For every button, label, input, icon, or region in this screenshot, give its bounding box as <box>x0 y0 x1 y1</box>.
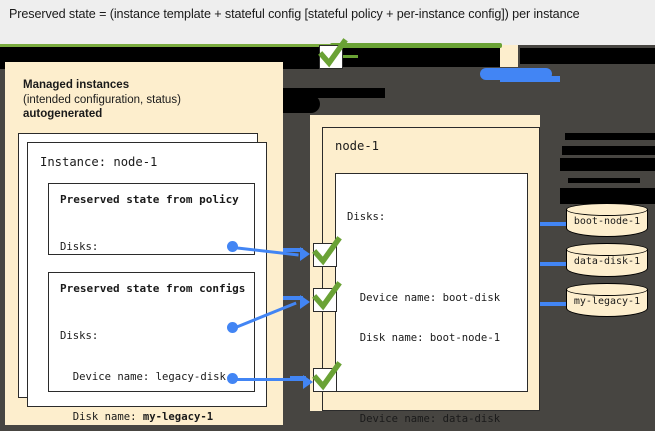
configs-disk-name-prefix: Disk name: <box>60 411 143 423</box>
disk-top <box>566 203 648 216</box>
spacer <box>347 373 513 386</box>
preserved-state-policy-title: Preserved state from policy <box>60 193 239 206</box>
preserved-state-configs-box: Preserved state from configs Disks: Devi… <box>48 272 255 423</box>
disk-label: my-legacy-1 <box>573 296 641 307</box>
redaction-bar <box>560 158 655 171</box>
node-boot-disk: Disk name: boot-node-1 <box>347 332 501 344</box>
checkmark-badge <box>312 361 342 392</box>
configs-disks-label: Disks: <box>60 330 99 342</box>
redaction-bar <box>565 133 655 140</box>
redaction-bar <box>568 178 640 183</box>
redaction-bar <box>500 45 518 67</box>
caption-bar: Preserved state = (instance template + s… <box>0 0 655 45</box>
checkmark-badge <box>312 236 342 267</box>
check-icon <box>312 281 342 311</box>
redaction-bar <box>562 146 655 155</box>
redaction-bar <box>520 48 655 64</box>
connector-arrowhead <box>303 375 313 389</box>
disk-cylinder: my-legacy-1 <box>566 283 648 317</box>
managed-instances-title: Managed instances (intended configuratio… <box>23 78 181 122</box>
connector-arrowhead <box>300 295 310 309</box>
connector-line <box>283 296 303 300</box>
redaction-bar <box>560 188 655 204</box>
spacer <box>347 252 513 265</box>
check-icon <box>312 236 342 266</box>
connector-arrowhead <box>300 247 310 261</box>
node-boot-device: Device name: boot-disk <box>347 291 501 304</box>
policy-disks-label: Disks: <box>60 241 99 253</box>
configs-device-name: Device name: legacy-disk <box>60 370 226 383</box>
checkmark-badge <box>318 38 348 69</box>
connector-line <box>233 378 303 381</box>
disk-cylinder: boot-node-1 <box>566 203 648 237</box>
connector-dot <box>227 322 238 333</box>
preserved-state-policy-box: Preserved state from policy Disks: Devic… <box>48 183 255 334</box>
disk-top <box>566 283 648 296</box>
managed-instances-title-line3: autogenerated <box>23 108 103 120</box>
node-disks-label: Disks: <box>347 211 386 223</box>
caption-text: Preserved state = (instance template + s… <box>9 7 580 21</box>
node-details-box: Disks: Device name: boot-disk Disk name:… <box>335 173 528 425</box>
configs-disk-name-value: my-legacy-1 <box>142 411 214 423</box>
check-icon <box>318 38 348 68</box>
connector-dot <box>227 241 238 252</box>
disk-label: data-disk-1 <box>573 256 641 267</box>
configs-disk-name-row: Disk name: my-legacy-1 <box>60 411 226 425</box>
green-underline-stroke <box>338 55 358 58</box>
checkmark-badge <box>312 281 342 312</box>
green-underline-stroke <box>330 43 502 48</box>
disk-connector-line <box>540 222 572 226</box>
connector-dot <box>227 373 238 384</box>
disk-connector-line <box>540 302 572 306</box>
disk-label: boot-node-1 <box>573 216 641 227</box>
managed-instances-title-line2: (intended configuration, status) <box>23 93 181 106</box>
redaction-bar-blue <box>500 76 560 82</box>
managed-instances-title-line1: Managed instances <box>23 79 130 91</box>
connector-line <box>290 376 306 380</box>
disk-top <box>566 243 648 256</box>
node-heading: node-1 <box>335 139 380 153</box>
redaction-bar <box>340 45 500 67</box>
check-icon <box>312 361 342 391</box>
connector-line <box>283 248 303 252</box>
node-data-device: Device name: data-disk <box>347 412 501 425</box>
instance-heading: Instance: node-1 <box>40 155 158 169</box>
disk-cylinder: data-disk-1 <box>566 243 648 277</box>
preserved-state-configs-title: Preserved state from configs <box>60 282 246 295</box>
green-underline-stroke <box>0 44 330 47</box>
disk-connector-line <box>540 262 572 266</box>
